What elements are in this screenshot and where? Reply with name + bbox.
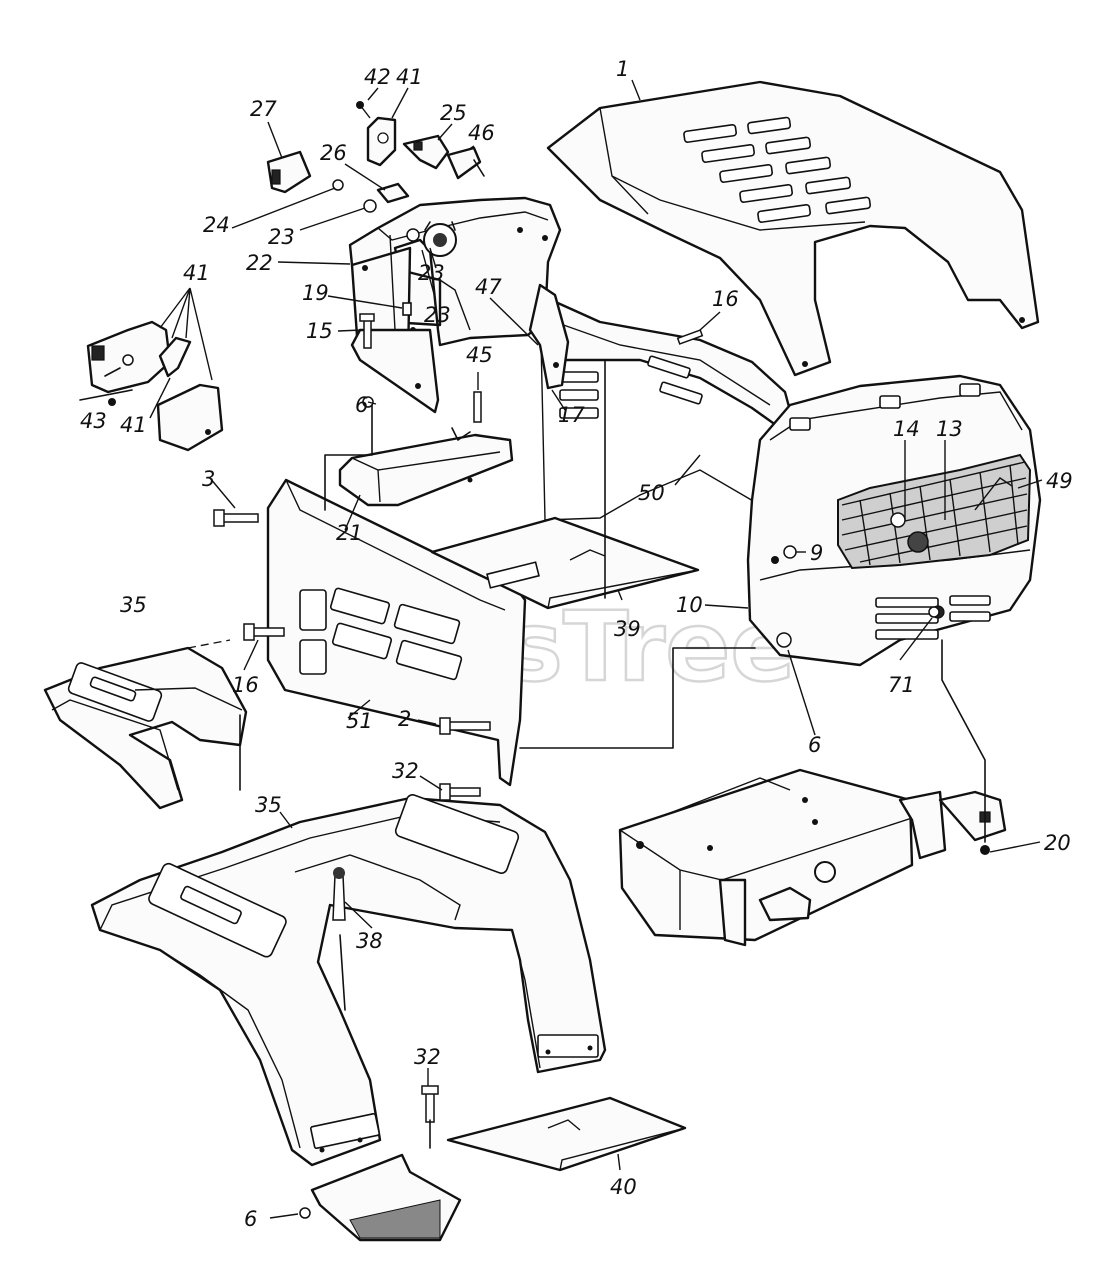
callout-27: 27 bbox=[250, 97, 277, 121]
screw-part-20 bbox=[980, 845, 990, 855]
grille-housing-part-10 bbox=[746, 374, 1042, 667]
callout-15: 15 bbox=[306, 319, 333, 343]
callout-labels: 1 42 41 27 25 46 26 24 23 22 19 23 23 41… bbox=[80, 57, 1073, 1231]
callout-71: 71 bbox=[888, 673, 915, 697]
callout-49: 49 bbox=[1046, 469, 1073, 493]
callout-43: 43 bbox=[80, 409, 107, 433]
callout-1: 1 bbox=[616, 57, 629, 81]
callout-35b: 35 bbox=[255, 793, 282, 817]
callout-6: 6 bbox=[355, 393, 368, 417]
callout-26: 26 bbox=[320, 141, 347, 165]
chassis-frame bbox=[618, 768, 1007, 947]
callout-17: 17 bbox=[558, 403, 585, 427]
callout-23b: 23 bbox=[418, 261, 445, 285]
callout-23: 23 bbox=[268, 225, 295, 249]
callout-25: 25 bbox=[440, 101, 467, 125]
ignition-switch bbox=[423, 221, 457, 257]
clip-part-26 bbox=[376, 182, 410, 204]
bolt-part-38 bbox=[332, 867, 346, 921]
small-parts-top bbox=[266, 101, 485, 213]
rail-vent-slots bbox=[559, 355, 703, 419]
nut-part-6b bbox=[776, 632, 792, 648]
callout-41b: 41 bbox=[183, 261, 210, 285]
callout-50: 50 bbox=[638, 481, 665, 505]
bulb-part-24 bbox=[332, 179, 344, 191]
grommet-part-23 bbox=[363, 199, 377, 213]
callout-22: 22 bbox=[246, 251, 273, 275]
bolt-part-32b bbox=[421, 1085, 439, 1123]
callout-19: 19 bbox=[302, 281, 329, 305]
callout-2: 2 bbox=[398, 707, 411, 731]
bolts bbox=[213, 313, 940, 1219]
alignment-lines bbox=[239, 359, 986, 1149]
callout-41c: 41 bbox=[120, 413, 147, 437]
bolt-part-32a bbox=[439, 783, 481, 801]
callout-40: 40 bbox=[610, 1175, 637, 1199]
front-panel-slots bbox=[299, 587, 463, 681]
bracket-part-41 bbox=[366, 116, 397, 167]
screw-part-43 bbox=[108, 398, 116, 406]
knob-part-27 bbox=[266, 150, 312, 194]
callout-45: 45 bbox=[466, 343, 493, 367]
hood-vent-slots bbox=[683, 116, 872, 223]
bolt-part-15 bbox=[359, 313, 375, 349]
bolt-part-3 bbox=[213, 509, 259, 527]
callout-13: 13 bbox=[936, 417, 963, 441]
callout-32: 32 bbox=[392, 759, 419, 783]
callout-23c: 23 bbox=[424, 303, 451, 327]
callout-24: 24 bbox=[203, 213, 230, 237]
fender-inset-part-35 bbox=[43, 639, 248, 810]
callout-20: 20 bbox=[1044, 831, 1071, 855]
callout-9: 9 bbox=[810, 541, 823, 565]
step-grip bbox=[310, 1153, 462, 1242]
callout-6c: 6 bbox=[244, 1207, 257, 1231]
callout-35: 35 bbox=[120, 593, 147, 617]
callout-3: 3 bbox=[202, 467, 215, 491]
callout-42: 42 bbox=[364, 65, 391, 89]
callout-41: 41 bbox=[396, 65, 423, 89]
callout-6b: 6 bbox=[808, 733, 821, 757]
bolt-part-2 bbox=[439, 717, 491, 735]
dash-support-part-17 bbox=[350, 283, 570, 414]
switch-part-25 bbox=[402, 134, 450, 170]
bolt-part-16b bbox=[243, 623, 285, 641]
bolt-part-45 bbox=[473, 391, 482, 423]
callout-21: 21 bbox=[336, 521, 363, 545]
bolt-part-16a bbox=[676, 329, 704, 345]
front-panel-part-51 bbox=[266, 478, 527, 787]
callout-16b: 16 bbox=[232, 673, 259, 697]
plate-part-40 bbox=[446, 1096, 687, 1172]
plug-part-46 bbox=[446, 146, 485, 180]
clip-part-71 bbox=[928, 606, 940, 618]
callout-46: 46 bbox=[468, 121, 495, 145]
leader-lines bbox=[149, 79, 1043, 1219]
callout-38: 38 bbox=[356, 929, 383, 953]
callout-51: 51 bbox=[346, 709, 373, 733]
nut-part-9 bbox=[783, 545, 797, 559]
grille-lower-slots bbox=[875, 595, 991, 640]
grille-emblem bbox=[890, 477, 1013, 553]
callout-32b: 32 bbox=[414, 1045, 441, 1069]
plate-part-39 bbox=[430, 516, 700, 610]
callout-47: 47 bbox=[475, 275, 502, 299]
seat-switch-assembly bbox=[79, 320, 224, 452]
callout-10: 10 bbox=[676, 593, 703, 617]
nut-part-6c bbox=[299, 1207, 311, 1219]
hood-part-1 bbox=[546, 80, 1040, 377]
callout-16: 16 bbox=[712, 287, 739, 311]
callout-14: 14 bbox=[893, 417, 920, 441]
fender-part-35 bbox=[90, 794, 607, 1167]
callout-39: 39 bbox=[614, 617, 641, 641]
bracket-part-21 bbox=[338, 427, 514, 507]
